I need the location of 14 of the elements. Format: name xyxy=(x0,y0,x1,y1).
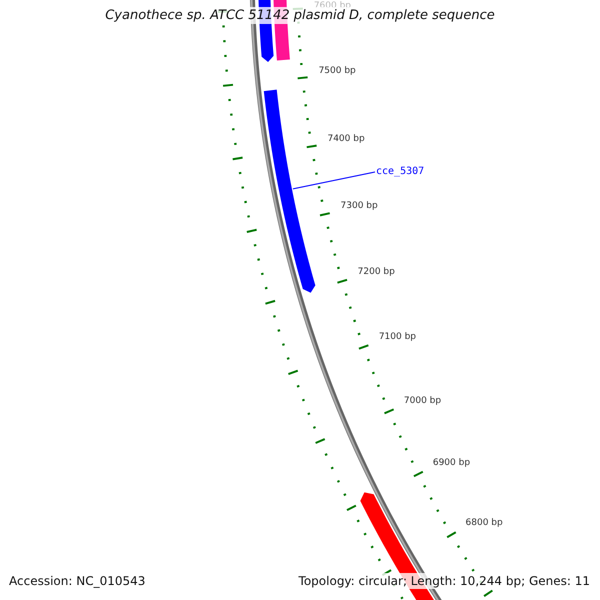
gene-label: cce_5307 xyxy=(376,166,424,178)
summary-text: Topology: circular; Length: 10,244 bp; Genes: 11 xyxy=(296,573,592,589)
tick-label: 6900 bp xyxy=(432,458,470,469)
tick-label: 7500 bp xyxy=(318,66,356,78)
accession-text: Accession: NC_010543 xyxy=(7,573,148,589)
leader-line xyxy=(292,172,376,190)
tick-label: 7300 bp xyxy=(340,201,378,212)
tick-label: 7400 bp xyxy=(327,134,365,146)
tick-label: 7000 bp xyxy=(404,396,442,407)
tick-label: 7100 bp xyxy=(378,332,416,344)
tick-label: 7200 bp xyxy=(358,267,395,278)
title: Cyanothece sp. ATCC 51142 plasmid D, complete sequence xyxy=(103,7,497,24)
gene-arrow xyxy=(264,90,316,293)
tick-label: 6800 bp xyxy=(466,518,503,529)
